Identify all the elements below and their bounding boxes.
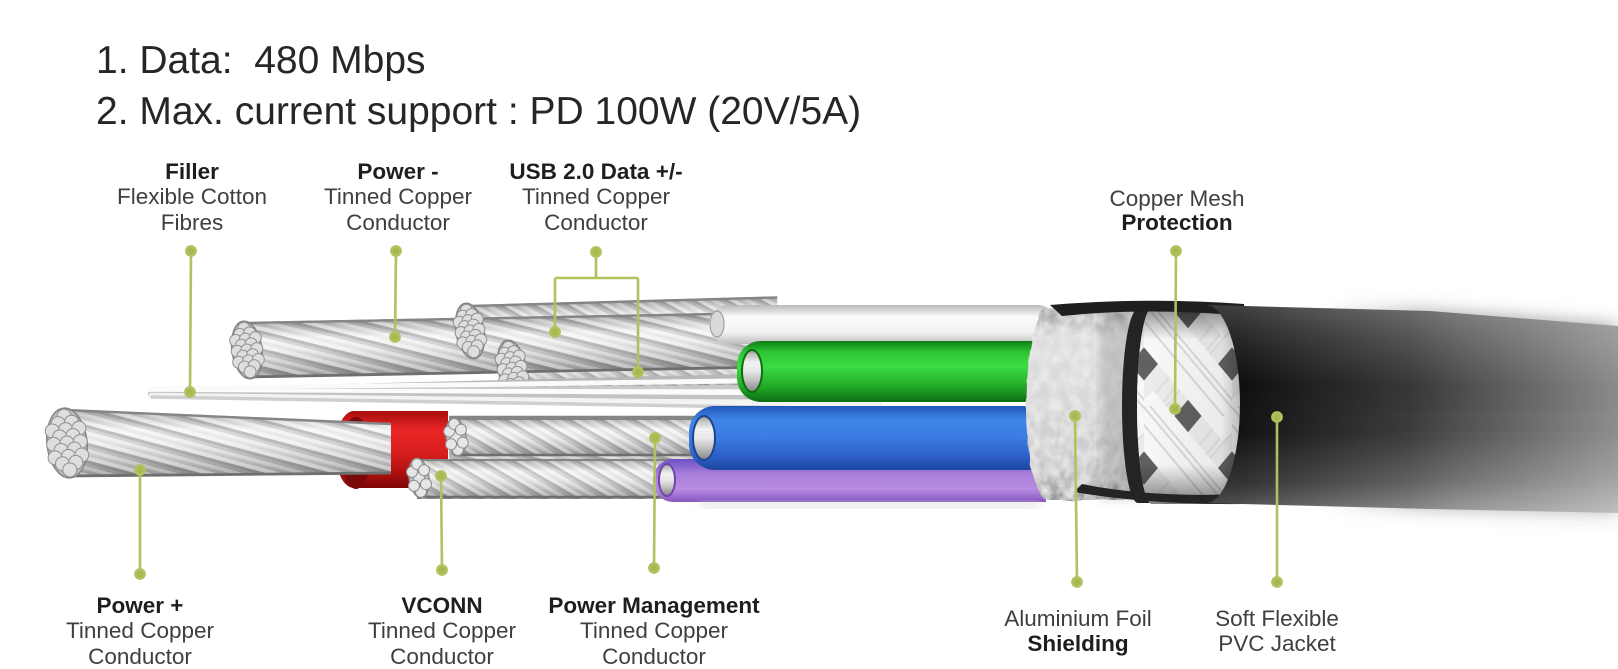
svg-text:Conductor: Conductor (390, 644, 494, 669)
svg-text:1. Data: 480 Mbps: 1. Data: 480 Mbps (96, 39, 426, 82)
svg-text:Tinned Copper: Tinned Copper (324, 184, 473, 209)
svg-text:Tinned Copper: Tinned Copper (368, 618, 517, 643)
svg-text:Protection: Protection (1121, 210, 1232, 235)
svg-text:Tinned Copper: Tinned Copper (580, 618, 729, 643)
svg-text:Filler: Filler (165, 159, 219, 184)
svg-text:Shielding: Shielding (1027, 631, 1128, 656)
svg-text:Conductor: Conductor (602, 644, 706, 669)
svg-text:Tinned Copper: Tinned Copper (66, 618, 215, 643)
svg-text:Conductor: Conductor (544, 210, 648, 235)
svg-text:Power Management: Power Management (548, 593, 760, 618)
svg-text:USB 2.0 Data +/-: USB 2.0 Data +/- (509, 159, 682, 184)
svg-text:Power +: Power + (97, 593, 184, 618)
svg-text:PVC Jacket: PVC Jacket (1218, 631, 1336, 656)
svg-text:Aluminium Foil: Aluminium Foil (1004, 606, 1152, 631)
svg-text:Flexible Cotton: Flexible Cotton (117, 184, 267, 209)
svg-text:Power -: Power - (357, 159, 438, 184)
svg-text:VCONN: VCONN (401, 593, 482, 618)
svg-text:2. Max. current support : PD 1: 2. Max. current support : PD 100W (20V/5… (96, 90, 861, 133)
svg-text:Fibres: Fibres (161, 210, 224, 235)
svg-text:Conductor: Conductor (88, 644, 192, 669)
svg-text:Conductor: Conductor (346, 210, 450, 235)
svg-text:Copper Mesh: Copper Mesh (1109, 186, 1244, 211)
svg-text:Tinned Copper: Tinned Copper (522, 184, 671, 209)
svg-text:Soft Flexible: Soft Flexible (1215, 606, 1339, 631)
